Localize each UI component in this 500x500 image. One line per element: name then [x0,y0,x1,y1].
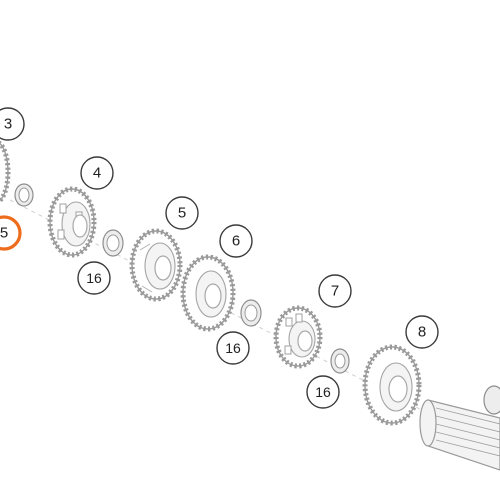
callout-6[interactable]: 6 [219,224,253,258]
gear-6 [180,254,236,332]
gear-partial-left [0,140,11,204]
callout-7-label: 7 [331,283,339,300]
callout-15-highlighted[interactable]: 5 [0,215,22,251]
callout-3-label: 3 [4,116,12,133]
gear-8 [362,344,422,426]
callout-16-middle[interactable]: 16 [216,331,250,365]
washer-16-left [102,229,124,257]
callout-16-right-label: 16 [315,384,331,400]
callout-8[interactable]: 8 [405,315,439,349]
callout-6-label: 6 [232,233,240,250]
gear-4 [47,186,97,258]
callout-4[interactable]: 4 [80,156,114,190]
callout-5-label: 5 [178,205,186,222]
callout-3[interactable]: 3 [0,107,25,141]
washer-16-middle [240,299,262,327]
washer-16-right [330,348,350,374]
callout-15-label: 5 [0,225,8,242]
callout-7[interactable]: 7 [318,274,352,308]
bushing [14,183,34,207]
callout-8-label: 8 [418,324,426,341]
callout-16-left-label: 16 [86,270,102,286]
callout-16-left[interactable]: 16 [77,261,111,295]
callout-4-label: 4 [93,165,101,182]
callout-16-middle-label: 16 [225,340,241,356]
gear-5 [129,228,183,302]
splined-shaft [419,385,500,471]
callout-5[interactable]: 5 [165,196,199,230]
callout-16-right[interactable]: 16 [306,375,340,409]
gear-7 [273,305,323,369]
